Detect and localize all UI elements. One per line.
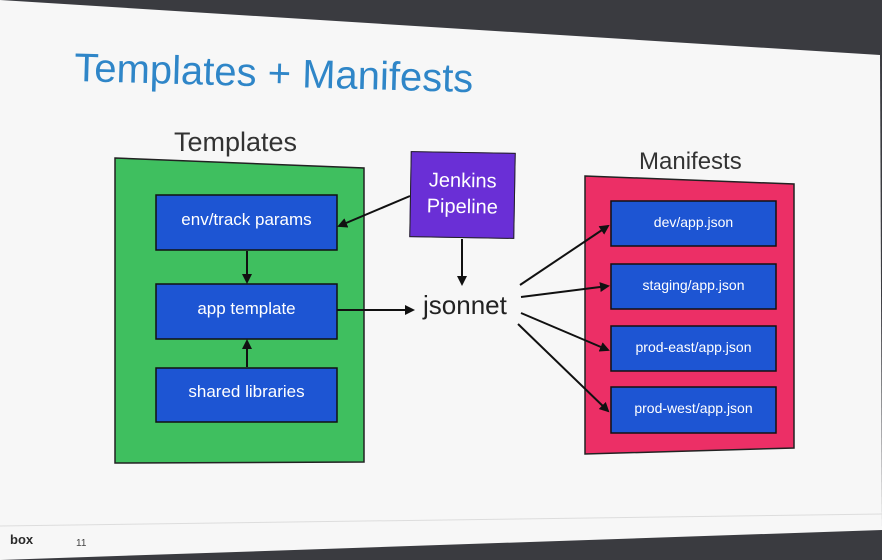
pipeline-label-line1: Jenkins — [428, 169, 497, 193]
page-number: 11 — [76, 538, 87, 549]
footer-divider — [0, 513, 882, 527]
manifest-label-prod-east: prod-east/app.json — [635, 339, 752, 355]
manifests-heading: Manifests — [639, 148, 742, 175]
pipeline-label-line2: Pipeline — [426, 195, 499, 219]
arrow-jsonnet-to-prod-west — [517, 323, 610, 413]
manifest-box-dev — [610, 200, 777, 247]
manifest-label-dev: dev/app.json — [653, 214, 734, 230]
arrow-pipeline-to-params — [337, 195, 411, 228]
templates-heading: Templates — [174, 127, 298, 157]
template-label-env-track-params: env/track params — [181, 210, 312, 229]
manifest-box-prod-east — [610, 325, 777, 372]
arrow-jsonnet-to-staging — [520, 282, 610, 298]
arrow-jsonnet-to-prod-east — [520, 312, 610, 352]
manifest-box-staging — [610, 263, 777, 310]
manifest-box-prod-west — [610, 386, 777, 434]
template-box-app-template — [155, 283, 338, 340]
template-label-app-template: app template — [197, 299, 296, 318]
jenkins-pipeline-box: Jenkins Pipeline — [409, 151, 516, 239]
arrow-jsonnet-to-dev — [519, 224, 610, 286]
template-box-env-track-params — [155, 194, 338, 251]
template-label-shared-libraries: shared libraries — [188, 382, 305, 401]
box-logo: box — [10, 532, 34, 547]
jsonnet-label: jsonnet — [423, 290, 507, 320]
manifest-label-staging: staging/app.json — [642, 277, 745, 293]
manifest-label-prod-west: prod-west/app.json — [634, 400, 753, 416]
template-box-shared-libraries — [155, 367, 338, 423]
